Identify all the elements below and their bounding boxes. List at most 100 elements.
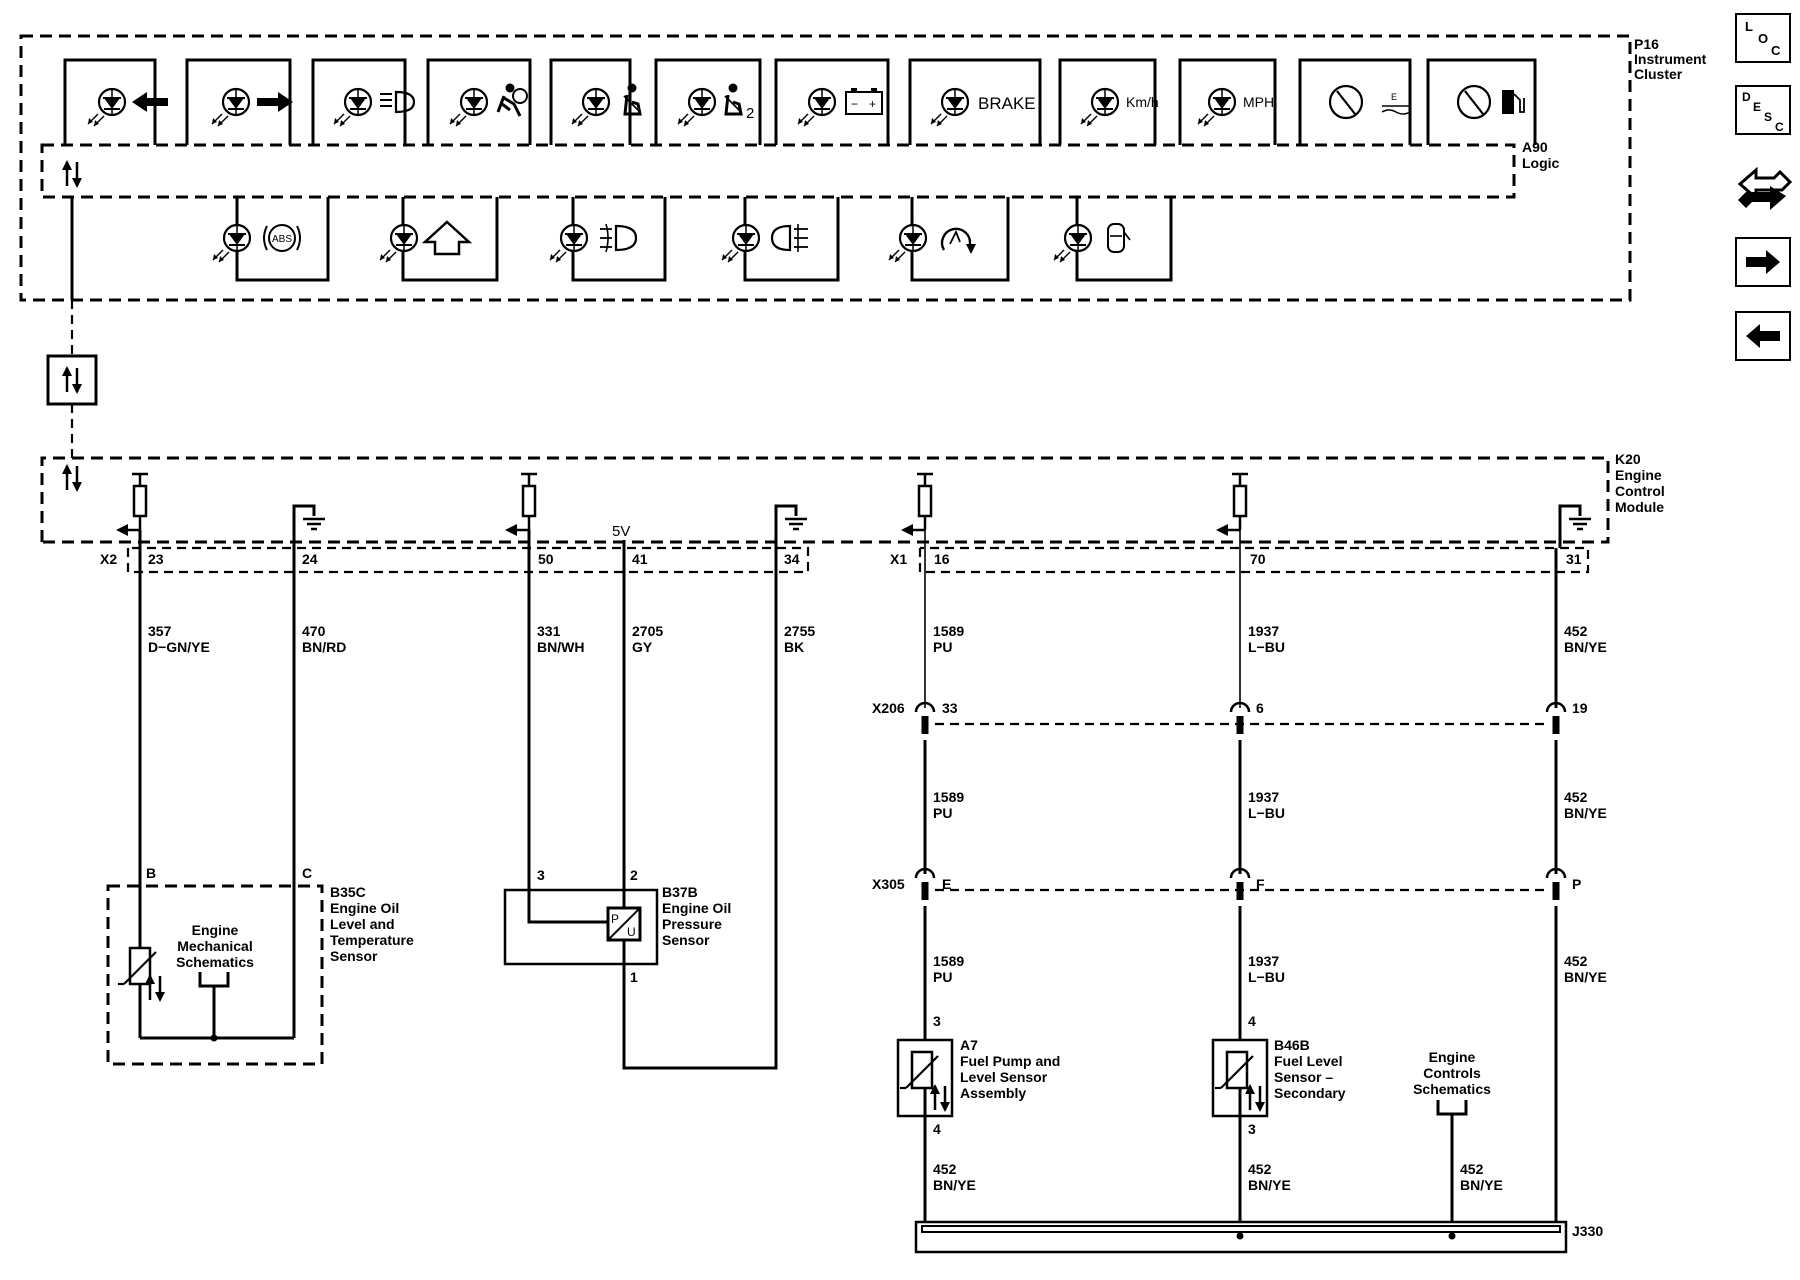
high-beam-icon xyxy=(380,90,416,114)
rear-fog-lamp-icon xyxy=(720,223,761,264)
kmh-text: Km/h xyxy=(1126,94,1159,110)
wire-1937-color-1: L−BU xyxy=(1248,639,1285,655)
wire-1589-number-3: 1589 xyxy=(933,953,964,969)
coolant-temp-mark: E xyxy=(1391,92,1397,102)
brake-text: BRAKE xyxy=(978,94,1036,113)
b37b-symbol-u: U xyxy=(627,925,636,939)
wire-1589-color-2: PU xyxy=(933,805,952,821)
a90-id: A90 xyxy=(1522,139,1548,155)
b46b-pin-bottom: 3 xyxy=(1248,1121,1256,1137)
a7-line2: Level Sensor xyxy=(960,1069,1048,1085)
traction-control-lamp-icon xyxy=(887,223,928,264)
b35c-line4: Sensor xyxy=(330,948,378,964)
ecm-pin-70: 70 xyxy=(1250,551,1266,567)
b35c-ref-line3: Schematics xyxy=(176,954,254,970)
svg-text:L: L xyxy=(1745,19,1753,34)
ecm-pin-24: 24 xyxy=(302,551,318,567)
upshift-arrow-icon xyxy=(421,220,473,256)
k20-name-line3: Module xyxy=(1615,499,1664,515)
k20-name-line2: Control xyxy=(1615,483,1665,499)
b37b-line1: Engine Oil xyxy=(662,900,731,916)
svg-text:E: E xyxy=(1753,100,1761,114)
left-arrow-icon xyxy=(132,92,168,112)
previous-page-button[interactable] xyxy=(1735,311,1791,361)
b46b-line2: Sensor – xyxy=(1274,1069,1333,1085)
ecs-ref-line2: Controls xyxy=(1423,1065,1481,1081)
ecm-pin16-pullup-icon xyxy=(899,472,935,538)
a7-pin-bottom: 4 xyxy=(933,1121,941,1137)
wire-1589-color-3: PU xyxy=(933,969,952,985)
coolant-temp-gauge-icon xyxy=(1328,84,1411,120)
wire-2705-number: 2705 xyxy=(632,623,663,639)
wire-2755 xyxy=(622,548,778,1070)
p16-instrument-cluster-box xyxy=(19,34,1632,302)
ecs-wire-color: BN/YE xyxy=(1460,1177,1503,1193)
abs-lamp-icon xyxy=(211,223,252,264)
x305-pin-b: F xyxy=(1256,876,1265,892)
door-ajar-lamp-icon xyxy=(1052,223,1093,264)
wire-1937-number-2: 1937 xyxy=(1248,789,1279,805)
battery-lamp-icon xyxy=(796,87,837,128)
b46b-ground-wire-color: BN/YE xyxy=(1248,1177,1291,1193)
ecm-pin-41: 41 xyxy=(632,551,648,567)
svg-text:C: C xyxy=(1771,43,1781,58)
abs-icon xyxy=(263,224,301,252)
b46b-line3: Secondary xyxy=(1274,1085,1346,1101)
wire-2755-number: 2755 xyxy=(784,623,815,639)
b35c-pin-b: B xyxy=(146,865,156,881)
b37b-pin-2: 2 xyxy=(630,867,638,883)
ecm-pin31-ground-icon xyxy=(1567,517,1593,531)
ecm-pin-16: 16 xyxy=(934,551,950,567)
j330-label: J330 xyxy=(1572,1223,1603,1239)
right-arrow-icon xyxy=(257,92,293,112)
wire-1937-number-1: 1937 xyxy=(1248,623,1279,639)
svg-text:S: S xyxy=(1764,110,1772,124)
x206-pin-c: 19 xyxy=(1572,700,1588,716)
ecm-pin34-ground-icon xyxy=(783,517,809,531)
b37b-id: B37B xyxy=(662,884,698,900)
next-page-button[interactable] xyxy=(1735,237,1791,287)
x2-connector-outline xyxy=(126,546,810,574)
b35c-ref-line1: Engine xyxy=(192,922,239,938)
a90-logic-box xyxy=(40,143,1516,199)
j330-splice-pack xyxy=(914,1220,1568,1254)
brake-lamp-icon xyxy=(929,87,970,128)
a7-ground-wire-number: 452 xyxy=(933,1161,957,1177)
a7-line3: Assembly xyxy=(960,1085,1026,1101)
fuel-gauge-icon xyxy=(1456,84,1525,120)
x305-label: X305 xyxy=(872,876,905,892)
traction-control-icon xyxy=(940,227,976,254)
serial-data-gateway-icon xyxy=(46,354,98,406)
x206-pin-a: 33 xyxy=(942,700,958,716)
high-beam-lamp-icon xyxy=(332,87,373,128)
kmh-lamp-icon xyxy=(1079,87,1120,128)
front-fog-icon xyxy=(600,223,638,253)
wire-1937-color-2: L−BU xyxy=(1248,805,1285,821)
b46b-pin-top: 4 xyxy=(1248,1013,1256,1029)
description-button[interactable]: D E S C xyxy=(1735,85,1791,135)
wire-331-color: BN/WH xyxy=(537,639,584,655)
ecm-pin24-ground-icon xyxy=(301,517,327,531)
wire-452-color-3: BN/YE xyxy=(1564,969,1607,985)
wire-2705-color: GY xyxy=(632,639,653,655)
battery-plus-label: + xyxy=(869,97,876,111)
b37b-line2: Pressure xyxy=(662,916,722,932)
right-turn-lamp-icon xyxy=(210,87,251,128)
ecm-5v-reference: 5V xyxy=(612,523,630,540)
wire-470-number: 470 xyxy=(302,623,326,639)
ecm-pin70-pullup-icon xyxy=(1214,472,1250,538)
wire-452-color-1: BN/YE xyxy=(1564,639,1607,655)
b35c-comm-arrows-icon xyxy=(143,972,167,1004)
wire-1937-color-3: L−BU xyxy=(1248,969,1285,985)
wire-452-number-3: 452 xyxy=(1564,953,1588,969)
left-turn-lamp-icon xyxy=(86,87,127,128)
location-button[interactable]: L O C xyxy=(1735,13,1791,63)
wire-357-color: D−GN/YE xyxy=(148,639,210,655)
b46b-line1: Fuel Level xyxy=(1274,1053,1342,1069)
wire-470-color: BN/RD xyxy=(302,639,346,655)
b35c-sensor-box xyxy=(106,884,324,1066)
connector-view-button[interactable] xyxy=(1736,160,1793,220)
wire-1937-number-3: 1937 xyxy=(1248,953,1279,969)
seatbelt-lamp-icon xyxy=(570,87,611,128)
